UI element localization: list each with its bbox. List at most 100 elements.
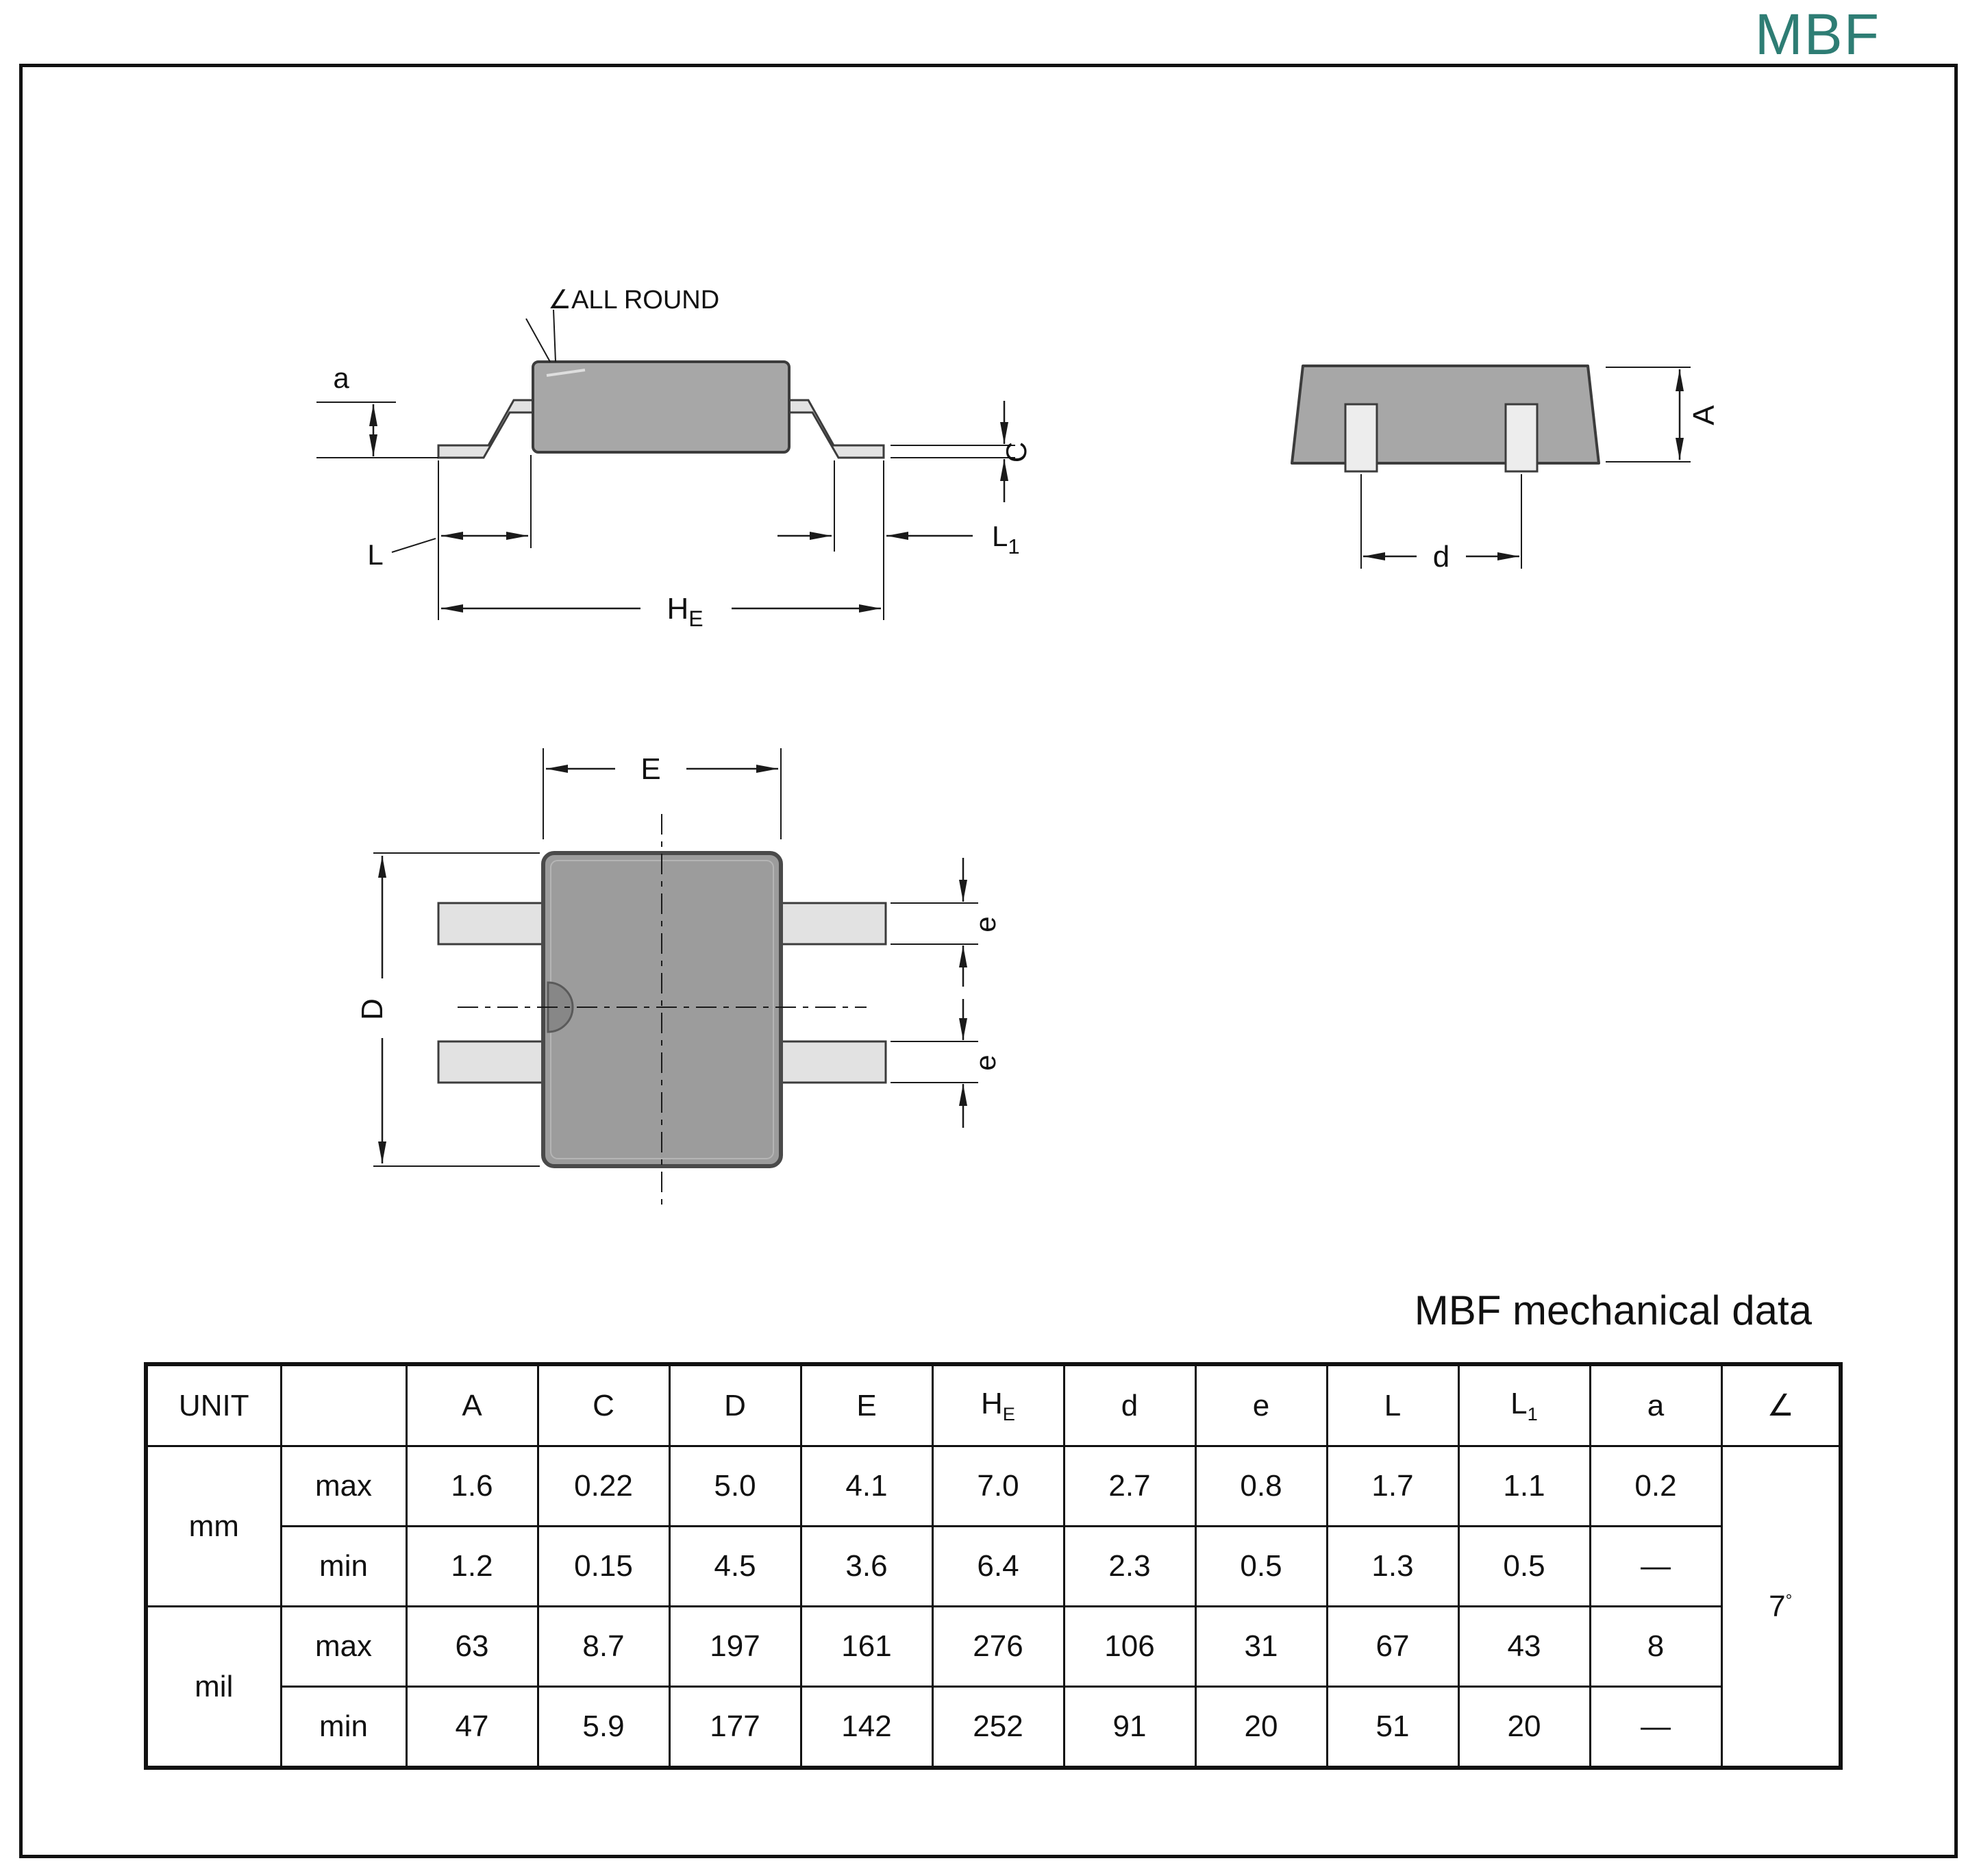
value-cell: 4.5 [668, 1525, 802, 1607]
A-dim-label: A [1687, 405, 1721, 425]
value-cell: 51 [1325, 1686, 1460, 1769]
unit-cell-mm: mm [145, 1445, 282, 1607]
end-pad-left [1344, 403, 1378, 473]
col-header-L: L [1325, 1363, 1460, 1447]
value-cell: 8.7 [536, 1605, 671, 1688]
value-cell: 1.3 [1325, 1525, 1460, 1607]
top-lead-right-1 [780, 902, 887, 946]
side-package-body [532, 360, 791, 454]
value-cell: 5.0 [668, 1445, 802, 1527]
value-cell: — [1589, 1686, 1723, 1769]
value-cell: 1.2 [405, 1525, 539, 1607]
a-dim-label: a [333, 362, 349, 394]
value-cell: 1.6 [405, 1445, 539, 1527]
value-cell: 2.3 [1062, 1525, 1197, 1607]
value-cell: 3.6 [799, 1525, 934, 1607]
value-cell: 1.1 [1457, 1445, 1591, 1527]
package-name-title: MBF [1754, 2, 1880, 66]
col-header-e: e [1194, 1363, 1328, 1447]
col-header-d: d [1062, 1363, 1197, 1447]
row-mm-min: min 1.2 0.15 4.5 3.6 6.4 2.3 0.5 1.3 0.5… [146, 1525, 1841, 1607]
limit-cell-max: max [279, 1445, 408, 1527]
value-cell: 197 [668, 1605, 802, 1688]
col-header-E: E [799, 1363, 934, 1447]
unit-cell-mil: mil [145, 1605, 282, 1769]
row-mm-max: mm max 1.6 0.22 5.0 4.1 7.0 2.7 0.8 1.7 … [145, 1445, 1842, 1769]
value-cell: 0.22 [536, 1445, 671, 1527]
value-cell: 0.8 [1194, 1445, 1328, 1527]
value-cell: 20 [1457, 1686, 1591, 1769]
value-cell: 5.9 [536, 1686, 671, 1769]
value-cell: 91 [1062, 1686, 1197, 1769]
col-header-D: D [668, 1363, 802, 1447]
value-cell: 2.7 [1062, 1445, 1197, 1527]
e1-dim-label: e [969, 916, 1001, 932]
value-cell: 1.7 [1325, 1445, 1460, 1527]
side-body-chamfer-mark [546, 369, 586, 377]
limit-cell-max: max [279, 1605, 408, 1688]
mechanical-data-table: UNIT A C D E HE d e L L1 a ∠ mm max 1.6 … [144, 1362, 1843, 1770]
col-header-HE: HE [931, 1363, 1065, 1447]
l-dim-label: L [367, 539, 383, 571]
angle-value-cell: 7° [1720, 1445, 1842, 1769]
limit-cell-min: min [279, 1525, 408, 1607]
top-lead-left-1 [437, 902, 545, 946]
value-cell: 252 [931, 1686, 1065, 1769]
value-cell: 6.4 [931, 1525, 1065, 1607]
col-header-unit: UNIT [145, 1363, 282, 1447]
side-view: ∠ALL ROUND a C L L1 HE [316, 286, 1032, 631]
value-cell: 0.15 [536, 1525, 671, 1607]
c-dim-label: C [1000, 442, 1032, 462]
col-header-A: A [405, 1363, 539, 1447]
col-header-L1: L1 [1457, 1363, 1591, 1447]
value-cell: 43 [1457, 1605, 1591, 1688]
top-lead-left-2 [437, 1040, 545, 1084]
value-cell: 276 [931, 1605, 1065, 1688]
l-leader [391, 538, 436, 553]
D-dim-label: D [356, 998, 389, 1020]
table-title: MBF mechanical data [1414, 1287, 1812, 1333]
value-cell: 20 [1194, 1686, 1328, 1769]
top-view: E D e e [356, 748, 1001, 1207]
end-pad-right [1504, 403, 1539, 473]
value-cell: 47 [405, 1686, 539, 1769]
value-cell: 63 [405, 1605, 539, 1688]
l1-dim-label: L1 [992, 520, 1020, 558]
value-cell: 8 [1589, 1605, 1723, 1688]
row-mil-min: min 47 5.9 177 142 252 91 20 51 20 — [146, 1686, 1841, 1769]
all-round-leader-2 [553, 309, 556, 362]
value-cell: 31 [1194, 1605, 1328, 1688]
value-cell: 106 [1062, 1605, 1197, 1688]
he-dim-label: HE [667, 592, 703, 631]
end-view: A d [1291, 365, 1721, 573]
top-package-body [541, 851, 783, 1168]
col-header-C: C [536, 1363, 671, 1447]
col-header-angle: ∠ [1720, 1363, 1842, 1447]
value-cell: 7.0 [931, 1445, 1065, 1527]
value-cell: 161 [799, 1605, 934, 1688]
value-cell: 0.5 [1457, 1525, 1591, 1607]
value-cell: — [1589, 1525, 1723, 1607]
value-cell: 0.5 [1194, 1525, 1328, 1607]
side-lead-right [788, 399, 885, 459]
e2-dim-label: e [969, 1054, 1001, 1070]
col-header-a: a [1589, 1363, 1723, 1447]
value-cell: 142 [799, 1686, 934, 1769]
pin1-notch [547, 981, 574, 1033]
E-dim-label: E [640, 752, 660, 786]
all-round-leader-1 [525, 318, 551, 362]
top-lead-right-2 [780, 1040, 887, 1084]
col-header-limit [279, 1363, 408, 1447]
row-mil-max: mil max 63 8.7 197 161 276 106 31 67 43 … [145, 1605, 1841, 1769]
side-lead-left [437, 399, 534, 459]
value-cell: 177 [668, 1686, 802, 1769]
end-package-body [1291, 365, 1600, 465]
value-cell: 67 [1325, 1605, 1460, 1688]
value-cell: 4.1 [799, 1445, 934, 1527]
value-cell: 0.2 [1589, 1445, 1723, 1527]
all-round-label: ∠ALL ROUND [548, 286, 719, 314]
d-dim-label: d [1433, 540, 1449, 573]
limit-cell-min: min [279, 1686, 408, 1769]
